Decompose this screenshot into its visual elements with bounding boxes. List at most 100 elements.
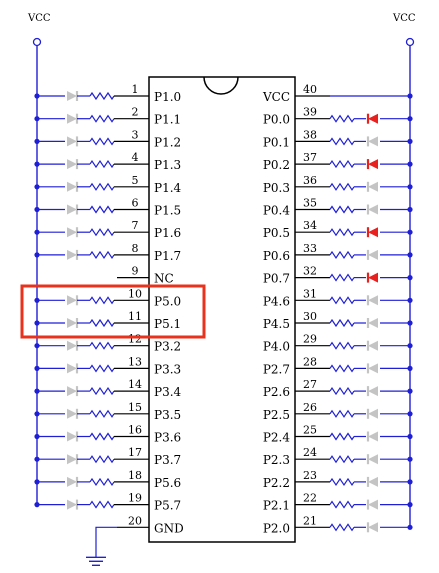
pin-number: 21 — [303, 514, 317, 527]
pin-label: P0.5 — [263, 226, 290, 240]
right-pin-22 — [295, 499, 413, 510]
right-pin-31 — [295, 295, 413, 306]
left-pin-2 — [34, 113, 149, 124]
pin-label: P0.2 — [263, 158, 290, 172]
pin-label: P2.2 — [263, 476, 290, 490]
resistor-right-28 — [329, 364, 355, 373]
resistor-left-2 — [89, 114, 115, 123]
pin-label: P1.3 — [154, 158, 181, 172]
right-pin-40 — [295, 93, 413, 99]
led-left-19 — [67, 499, 77, 510]
pin-label: P1.1 — [154, 113, 181, 127]
pin-number: 6 — [132, 197, 139, 210]
pin-number: 32 — [303, 265, 317, 278]
pin-label: P0.3 — [263, 181, 290, 195]
pin-label: P0.1 — [263, 135, 290, 149]
pin-number: 28 — [303, 355, 317, 368]
led-left-10 — [67, 295, 77, 306]
pin-number: 2 — [132, 106, 139, 119]
resistor-left-14 — [89, 387, 115, 396]
left-pin-13 — [34, 363, 149, 374]
left-pin-17 — [34, 454, 149, 465]
pin-number: 31 — [303, 287, 317, 300]
right-pin-36 — [295, 181, 413, 192]
led-right-35 — [368, 204, 378, 215]
left-pin-4 — [34, 159, 149, 170]
right-pin-26 — [295, 408, 413, 419]
highlight-box — [20, 284, 206, 339]
resistor-right-23 — [329, 477, 355, 486]
pin-label: P5.0 — [154, 294, 181, 308]
led-right-23 — [368, 476, 378, 487]
pin-number: 13 — [128, 355, 142, 368]
right-pin-37 — [295, 159, 413, 170]
pin-number: 39 — [303, 106, 317, 119]
pin-number: 19 — [128, 492, 142, 505]
resistor-left-5 — [89, 182, 115, 191]
left-pin-15 — [34, 408, 149, 419]
pin-label: P3.3 — [154, 362, 181, 376]
led-right-38 — [368, 136, 378, 147]
vcc-label-left: VCC — [27, 13, 51, 24]
pin-label: GND — [154, 521, 184, 535]
led-left-18 — [67, 476, 77, 487]
pin-label: P2.0 — [263, 521, 290, 535]
pin-number: 24 — [303, 446, 317, 459]
led-right-32 — [368, 272, 378, 283]
pin-label: P2.5 — [263, 408, 290, 422]
right-pin-39 — [295, 113, 413, 124]
left-pin-14 — [34, 386, 149, 397]
led-left-3 — [67, 136, 77, 147]
resistor-right-25 — [329, 432, 355, 441]
pin-label: P5.7 — [154, 499, 181, 513]
resistor-left-3 — [89, 137, 115, 146]
led-right-37 — [368, 159, 378, 170]
pin-number: 30 — [303, 310, 317, 323]
right-pin-35 — [295, 204, 413, 215]
pin-number: 8 — [132, 242, 139, 255]
resistor-left-15 — [89, 409, 115, 418]
pin-label: P4.0 — [263, 340, 290, 354]
led-right-39 — [368, 113, 378, 124]
led-left-8 — [67, 249, 77, 260]
pin-number: 27 — [303, 378, 317, 391]
pin-number: 15 — [128, 401, 142, 414]
left-pin-16 — [34, 431, 149, 442]
right-pin-33 — [295, 249, 413, 260]
pin-label: P4.5 — [263, 317, 290, 331]
led-left-4 — [67, 159, 77, 170]
resistor-right-22 — [329, 500, 355, 509]
resistor-left-6 — [89, 205, 115, 214]
resistor-right-29 — [329, 341, 355, 350]
resistor-right-26 — [329, 409, 355, 418]
led-right-34 — [368, 227, 378, 238]
vcc-terminal-right — [405, 37, 415, 47]
pin-label: P4.6 — [263, 294, 290, 308]
pin-label: P2.4 — [263, 431, 291, 445]
led-right-26 — [368, 408, 378, 419]
resistor-left-4 — [89, 160, 115, 169]
left-pin-18 — [34, 476, 149, 487]
left-pin-5 — [34, 181, 149, 192]
left-pin-11 — [34, 318, 149, 328]
left-pin-3 — [34, 136, 149, 147]
pin-number: 3 — [132, 128, 139, 141]
right-pin-25 — [295, 431, 413, 442]
pin-label: P0.6 — [263, 249, 290, 263]
pin-number: 29 — [303, 333, 317, 346]
pin-label: P1.4 — [154, 181, 182, 195]
vcc-terminal-left — [32, 37, 42, 47]
right-pin-27 — [295, 386, 413, 397]
pin-label: P1.2 — [154, 135, 181, 149]
pin-number: 20 — [128, 514, 142, 527]
pin-number: 1 — [132, 83, 139, 96]
pin-label: P5.1 — [154, 317, 181, 331]
pin-label: P2.1 — [263, 499, 290, 513]
led-right-30 — [368, 318, 378, 328]
led-left-5 — [67, 181, 77, 192]
chip-notch — [203, 76, 239, 95]
led-left-7 — [67, 227, 77, 238]
pin-number: 14 — [128, 378, 142, 391]
led-left-1 — [67, 91, 77, 101]
pin-number: 40 — [303, 83, 317, 96]
